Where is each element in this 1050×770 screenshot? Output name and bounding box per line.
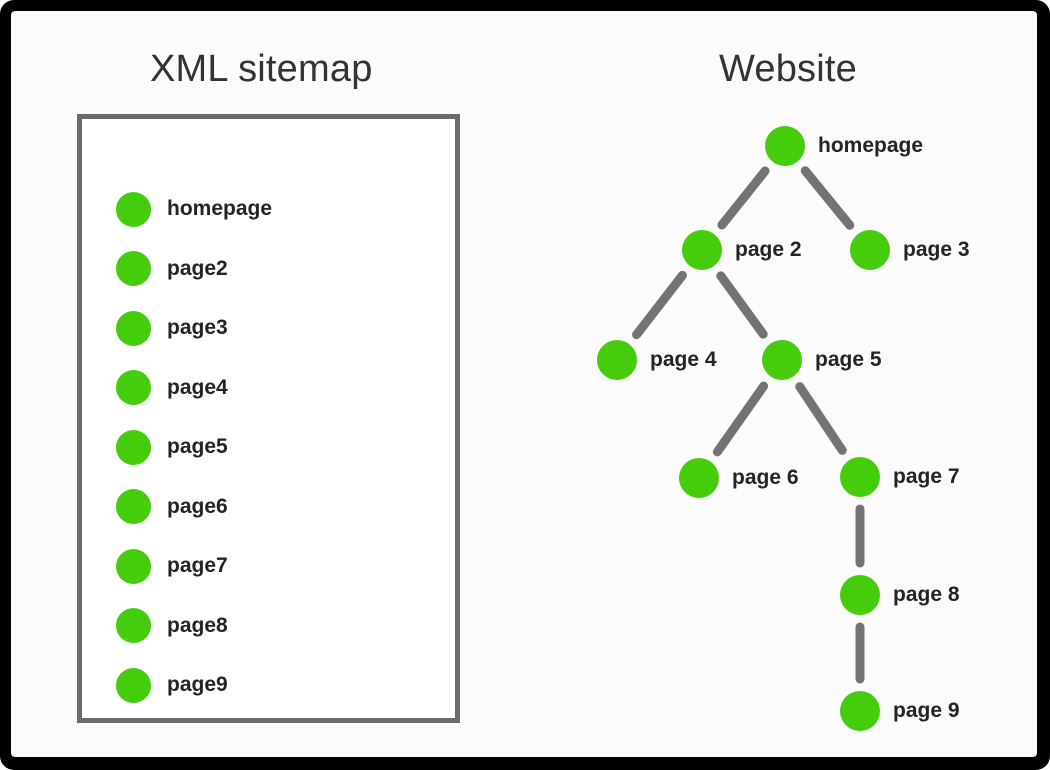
page-dot-icon xyxy=(116,310,151,346)
page-dot-icon xyxy=(840,575,880,615)
page-dot-icon xyxy=(762,340,802,380)
page-dot-icon xyxy=(116,429,151,465)
xml-sitemap-title: XML sitemap xyxy=(150,48,373,90)
sitemap-list-item-label: page3 xyxy=(167,316,228,339)
sitemap-list-item[interactable]: page4 xyxy=(116,370,228,406)
tree-node-page5[interactable]: page 5 xyxy=(762,340,882,380)
tree-node-label: page 8 xyxy=(893,583,960,606)
tree-node-page3[interactable]: page 3 xyxy=(850,230,970,270)
diagram-canvas: XML sitemap Website homepage page2 page3 pa… xyxy=(11,11,1037,757)
xml-sitemap-box: homepage page2 page3 page4 page5 page6 page7 pa… xyxy=(77,114,460,723)
sitemap-list-item-label: page7 xyxy=(167,554,228,577)
tree-node-label: page 3 xyxy=(903,238,970,261)
tree-edge-page5-page6 xyxy=(712,381,769,457)
page-dot-icon xyxy=(116,667,151,703)
tree-node-label: homepage xyxy=(818,134,924,157)
tree-node-page4[interactable]: page 4 xyxy=(597,340,717,380)
sitemap-list-item-label: page5 xyxy=(167,435,228,458)
page-dot-icon xyxy=(116,489,151,524)
website-title: Website xyxy=(719,48,857,90)
page-dot-icon xyxy=(116,370,151,405)
sitemap-list-item[interactable]: homepage xyxy=(116,191,272,227)
tree-node-label: page 2 xyxy=(735,238,802,261)
tree-edge-homepage-page3 xyxy=(800,166,855,230)
tree-edge-page2-page5 xyxy=(716,271,768,339)
tree-node-label: page 7 xyxy=(893,465,960,488)
page-dot-icon xyxy=(116,191,151,227)
tree-node-label: page 4 xyxy=(650,348,717,371)
sitemap-list-item[interactable]: page5 xyxy=(116,429,228,465)
page-dot-icon xyxy=(597,340,637,380)
sitemap-list-item[interactable]: page8 xyxy=(116,608,228,644)
page-dot-icon xyxy=(850,230,890,270)
page-dot-icon xyxy=(682,230,722,270)
sitemap-list-item[interactable]: page9 xyxy=(116,667,228,703)
page-dot-icon xyxy=(840,691,880,731)
page-dot-icon xyxy=(116,548,151,584)
sitemap-list-item-label: page8 xyxy=(167,613,228,637)
xml-sitemap-list: homepage page2 page3 page4 page5 page6 page7 pa… xyxy=(82,119,455,718)
page-dot-icon xyxy=(679,458,719,498)
tree-node-page2[interactable]: page 2 xyxy=(682,230,802,270)
sitemap-list-item[interactable]: page2 xyxy=(116,251,228,287)
page-dot-icon xyxy=(116,251,151,286)
sitemap-list-item[interactable]: page3 xyxy=(116,310,228,346)
sitemap-list-item-label: page6 xyxy=(167,494,228,518)
tree-node-label: page 9 xyxy=(893,699,960,722)
sitemap-list-item[interactable]: page6 xyxy=(116,489,228,525)
tree-edge-page2-page4 xyxy=(632,270,687,340)
tree-node-page8[interactable]: page 8 xyxy=(840,575,960,615)
sitemap-list-item[interactable]: page7 xyxy=(116,548,228,584)
page-dot-icon xyxy=(765,126,805,166)
page-dot-icon xyxy=(116,608,151,643)
sitemap-list-item-label: page2 xyxy=(167,256,228,280)
tree-node-page6[interactable]: page 6 xyxy=(679,458,799,498)
sitemap-list-item-label: homepage xyxy=(167,197,273,220)
tree-node-homepage[interactable]: homepage xyxy=(765,126,923,166)
tree-edge-page5-page7 xyxy=(795,382,847,455)
tree-node-page7[interactable]: page 7 xyxy=(840,457,960,497)
page-dot-icon xyxy=(840,457,880,497)
tree-node-page9[interactable]: page 9 xyxy=(840,691,960,731)
sitemap-list-item-label: page9 xyxy=(167,673,228,696)
tree-edge-homepage-page2 xyxy=(717,166,770,230)
tree-node-label: page 5 xyxy=(815,348,882,371)
tree-node-label: page 6 xyxy=(732,466,799,489)
sitemap-list-item-label: page4 xyxy=(167,375,228,399)
